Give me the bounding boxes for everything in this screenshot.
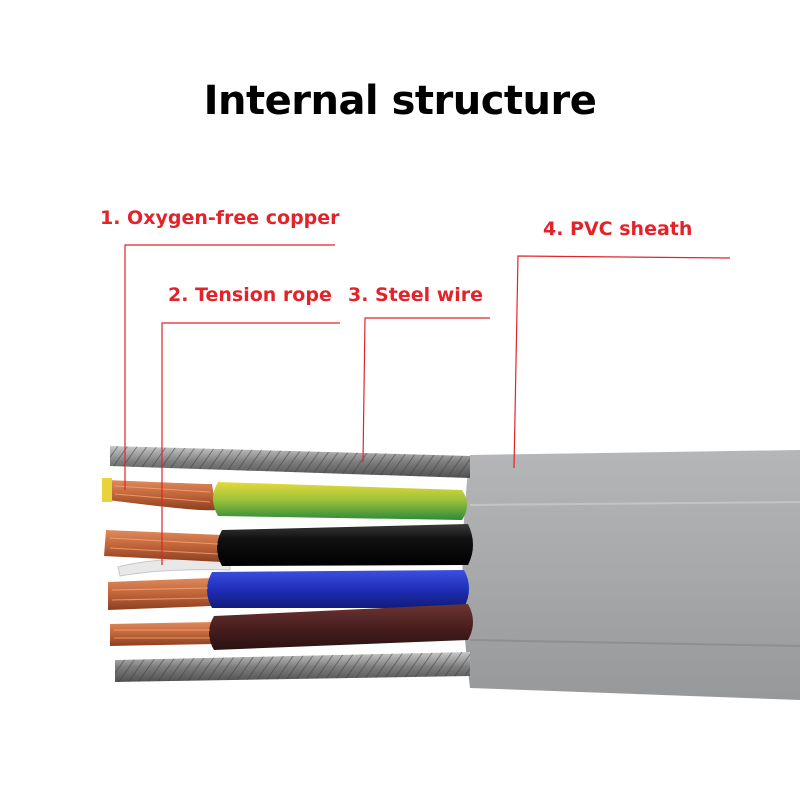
core-black <box>104 524 473 566</box>
leader-lines <box>124 244 731 565</box>
core-brown <box>110 604 473 650</box>
leader-tension-rope <box>161 322 340 565</box>
label-steel-wire: 3. Steel wire <box>348 284 484 306</box>
label-oxygen-free-copper: 1. Oxygen-free copper <box>100 207 340 229</box>
leader-steel-wire <box>362 317 490 463</box>
core-blue <box>108 570 469 610</box>
page-title: Internal structure <box>203 78 597 124</box>
label-pvc-sheath: 4. PVC sheath <box>543 218 693 240</box>
steel-wire-top <box>110 446 470 478</box>
core-yellow-green <box>102 478 467 520</box>
leader-pvc-sheath <box>513 255 731 469</box>
pvc-sheath <box>462 450 800 700</box>
tension-rope <box>117 558 231 577</box>
label-tension-rope: 2. Tension rope <box>168 284 332 306</box>
steel-wire-bottom <box>115 652 470 682</box>
leader-copper <box>124 244 335 490</box>
